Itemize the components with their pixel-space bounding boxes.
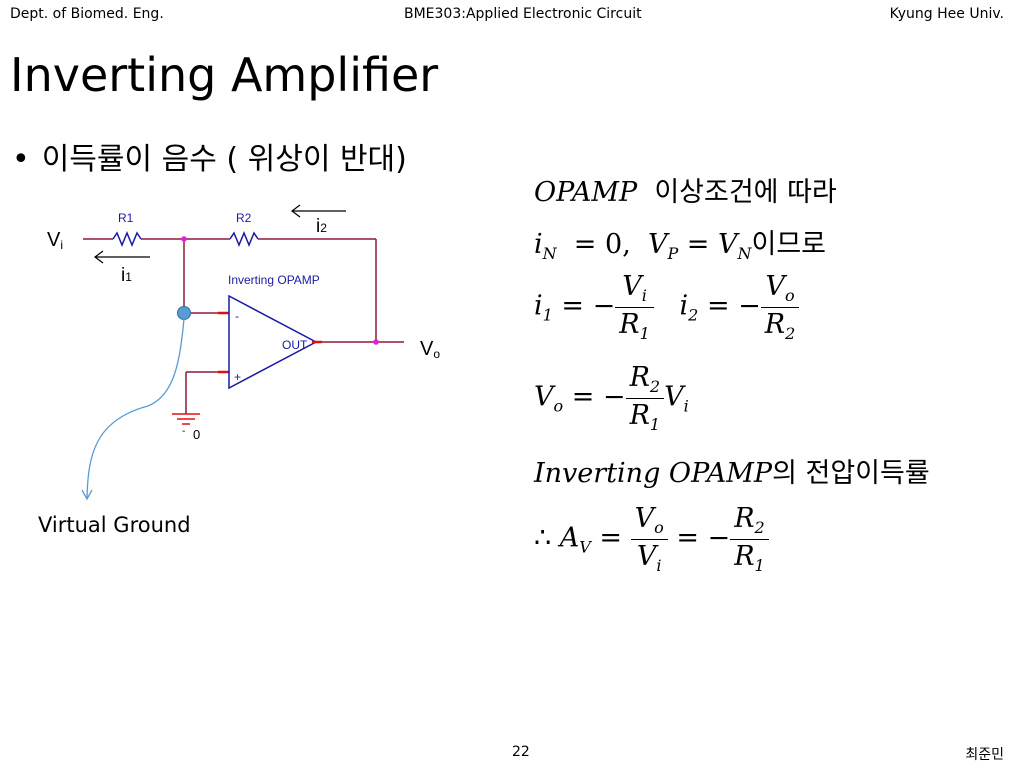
i1-sub: 1 <box>125 270 132 284</box>
opamp-label: Inverting OPAMP <box>228 273 320 287</box>
eq1-opamp: OPAMP <box>534 177 638 208</box>
page-number: 22 <box>512 744 530 760</box>
ground-icon <box>172 413 200 425</box>
eq2-korean: 이므로 <box>751 229 827 260</box>
virtual-ground-marker <box>177 306 191 320</box>
i1-label: i1 <box>121 265 132 286</box>
eq-line-1: OPAMP 이상조건에 따라 <box>534 170 837 209</box>
header-course: BME303:Applied Electronic Circuit <box>404 6 642 22</box>
r1-label: R1 <box>118 211 134 225</box>
plus-label: + <box>234 370 241 384</box>
circuit-diagram: R1 R2 Vi Vo i2 i1 Inverting OPAMP - + OU… <box>47 204 440 501</box>
i2-arrow-icon <box>291 204 346 218</box>
vo-main: V <box>420 338 434 360</box>
output-node <box>373 339 379 345</box>
i2-label: i2 <box>316 216 327 237</box>
r2-label: R2 <box>236 211 252 225</box>
bullet-dot-icon: • <box>12 142 30 177</box>
ground-label: 0 <box>193 427 200 442</box>
vi-main: V <box>47 229 61 251</box>
resistor-r1 <box>112 231 142 247</box>
i1-main: i <box>121 265 125 286</box>
eq-line-5: Inverting OPAMP의 전압이득률 <box>534 451 930 490</box>
virtual-ground-arrow-icon <box>86 318 185 499</box>
header-dept: Dept. of Biomed. Eng. <box>10 6 164 22</box>
virtual-ground-label: Virtual Ground <box>38 513 191 537</box>
opamp-symbol <box>228 294 318 390</box>
eq1-korean: 이상조건에 따라 <box>654 177 837 208</box>
vo-label: Vo <box>420 338 440 361</box>
slide-title: Inverting Amplifier <box>10 48 439 102</box>
vo-sub: o <box>433 347 440 361</box>
i2-sub: 2 <box>320 221 327 235</box>
bullet-text: 이득률이 음수 ( 위상이 반대) <box>41 142 407 177</box>
vi-label: Vi <box>47 229 63 252</box>
i1-arrow-icon <box>94 250 150 264</box>
ground-minus-label: - <box>182 426 185 437</box>
eq5-korean: 의 전압이득률 <box>772 458 930 489</box>
author-name: 최준민 <box>965 747 1004 763</box>
header-university: Kyung Hee Univ. <box>889 6 1004 22</box>
i2-main: i <box>316 216 320 237</box>
resistor-r2 <box>229 231 259 247</box>
bullet-item: • 이득률이 음수 ( 위상이 반대) <box>12 134 407 178</box>
virtual-ground-arrowhead-icon <box>81 489 93 501</box>
out-label: OUT <box>282 338 308 352</box>
junction-node <box>181 236 187 242</box>
vi-sub: i <box>60 238 63 252</box>
minus-label: - <box>235 309 239 323</box>
eq-line-2: iN = 0, VP = VN이므로 <box>534 229 827 263</box>
eq5-inverting-opamp: Inverting OPAMP <box>534 458 773 489</box>
